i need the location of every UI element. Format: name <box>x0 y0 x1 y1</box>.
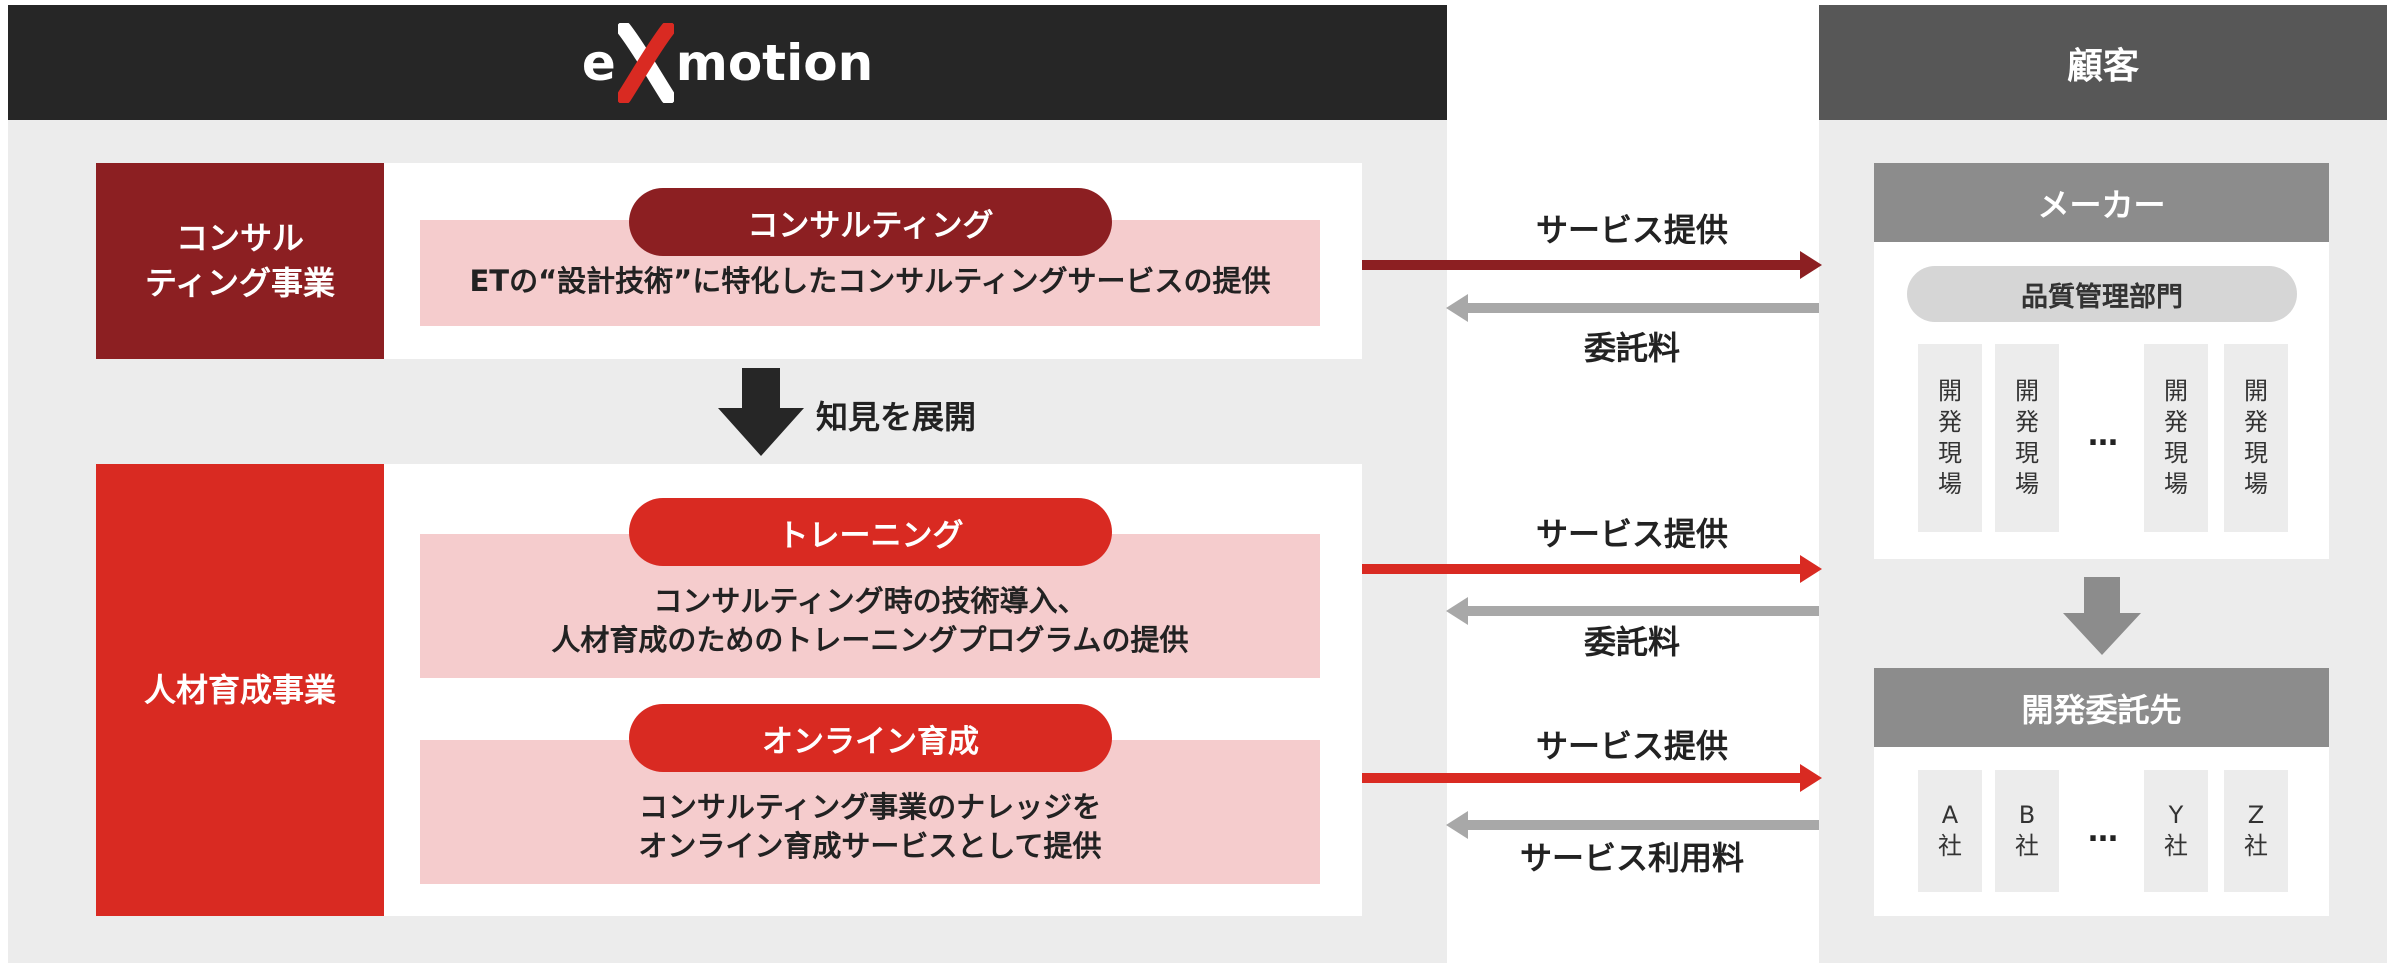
online-pill: オンライン育成 <box>629 704 1112 772</box>
dev-site-char: 発 <box>2244 407 2268 436</box>
dev-site-char: 場 <box>1938 470 1962 499</box>
company-suffix: 社 <box>2164 832 2188 860</box>
company-a: A 社 <box>1918 770 1982 892</box>
company-letter: A <box>1941 800 1959 829</box>
dev-site-3: 開 発 現 場 <box>2144 344 2208 532</box>
dev-site-char: 現 <box>1938 439 1962 467</box>
online-desc-line1: コンサルティング事業のナレッジを <box>638 789 1102 824</box>
consulting-business-label-box: コンサル ティング事業 <box>96 163 384 359</box>
flow2-service-arrow-icon <box>1362 555 1822 583</box>
hr-business-label: 人材育成事業 <box>143 670 336 709</box>
flow1-fee-label: 委託料 <box>1583 329 1680 367</box>
company-y: Y 社 <box>2144 770 2208 892</box>
logo-e: e <box>581 33 616 92</box>
dev-site-char: 開 <box>2015 376 2039 405</box>
hr-business-label-box: 人材育成事業 <box>96 464 384 916</box>
consulting-label-line2: ティング事業 <box>144 264 336 302</box>
flow2-fee-label: 委託料 <box>1583 623 1680 661</box>
flow1-service-label: サービス提供 <box>1535 211 1728 249</box>
online-desc-line2: オンライン育成サービスとして提供 <box>638 829 1102 863</box>
training-pill: トレーニング <box>629 498 1112 566</box>
flow2-service-label: サービス提供 <box>1535 515 1728 553</box>
dev-site-char: 場 <box>2244 470 2268 499</box>
company-letter: B <box>2018 800 2036 829</box>
training-desc-line2: 人材育成のためのトレーニングプログラムの提供 <box>551 623 1189 657</box>
maker-title: メーカー <box>1874 163 2329 242</box>
company-suffix: 社 <box>2015 832 2039 860</box>
exmotion-logo: e motion <box>581 22 874 103</box>
dev-site-4: 開 発 現 場 <box>2224 344 2288 532</box>
dev-site-char: 発 <box>1938 407 1962 436</box>
dev-site-char: 現 <box>2244 439 2268 467</box>
dev-site-char: 発 <box>2015 407 2039 436</box>
dev-site-1: 開 発 現 場 <box>1918 344 1982 532</box>
company-suffix: 社 <box>1938 832 1962 860</box>
knowledge-down-arrow-icon <box>718 368 804 456</box>
maker-dots: … <box>2088 417 2124 453</box>
contractor-title: 開発委託先 <box>1874 668 2329 747</box>
flow2-fee-arrow-icon <box>1446 597 1819 625</box>
consulting-desc-box: ETの“設計技術”に特化したコンサルティングサービスの提供 <box>420 220 1320 326</box>
company-suffix: 社 <box>2244 832 2268 860</box>
flow1-fee-arrow-icon <box>1446 294 1819 322</box>
company-letter: Y <box>2168 800 2184 829</box>
dev-site-2: 開 発 現 場 <box>1995 344 2059 532</box>
dev-site-char: 発 <box>2164 407 2188 436</box>
flow3-service-label: サービス提供 <box>1535 727 1728 765</box>
dev-site-char: 開 <box>1938 376 1962 405</box>
logo-motion: motion <box>675 33 874 92</box>
dev-site-char: 現 <box>2015 439 2039 467</box>
contractor-dots: … <box>2088 813 2124 849</box>
exmotion-header: e motion <box>8 5 1447 120</box>
logo-x-icon <box>617 22 674 103</box>
consulting-desc: ETの“設計技術”に特化したコンサルティングサービスの提供 <box>469 264 1271 299</box>
quality-dept-pill: 品質管理部門 <box>1907 266 2297 322</box>
knowledge-label: 知見を展開 <box>816 398 977 436</box>
dev-site-char: 場 <box>2164 470 2188 499</box>
flow3-service-arrow-icon <box>1362 764 1822 792</box>
flow3-fee-arrow-icon <box>1446 811 1819 839</box>
flow3-fee-label: サービス利用料 <box>1519 839 1744 877</box>
consulting-pill: コンサルティング <box>629 188 1112 256</box>
customer-header: 顧客 <box>1819 5 2387 120</box>
maker-to-contractor-arrow-icon <box>2063 577 2141 655</box>
company-letter: Z <box>2247 800 2265 829</box>
company-z: Z 社 <box>2224 770 2288 892</box>
dev-site-char: 開 <box>2164 376 2188 405</box>
training-desc-line1: コンサルティング時の技術導入、 <box>653 583 1087 618</box>
dev-site-char: 開 <box>2244 376 2268 405</box>
consulting-label-line1: コンサル <box>175 219 304 258</box>
dev-site-char: 場 <box>2015 470 2039 499</box>
company-b: B 社 <box>1995 770 2059 892</box>
flow1-service-arrow-icon <box>1362 251 1822 279</box>
dev-site-char: 現 <box>2164 439 2188 467</box>
